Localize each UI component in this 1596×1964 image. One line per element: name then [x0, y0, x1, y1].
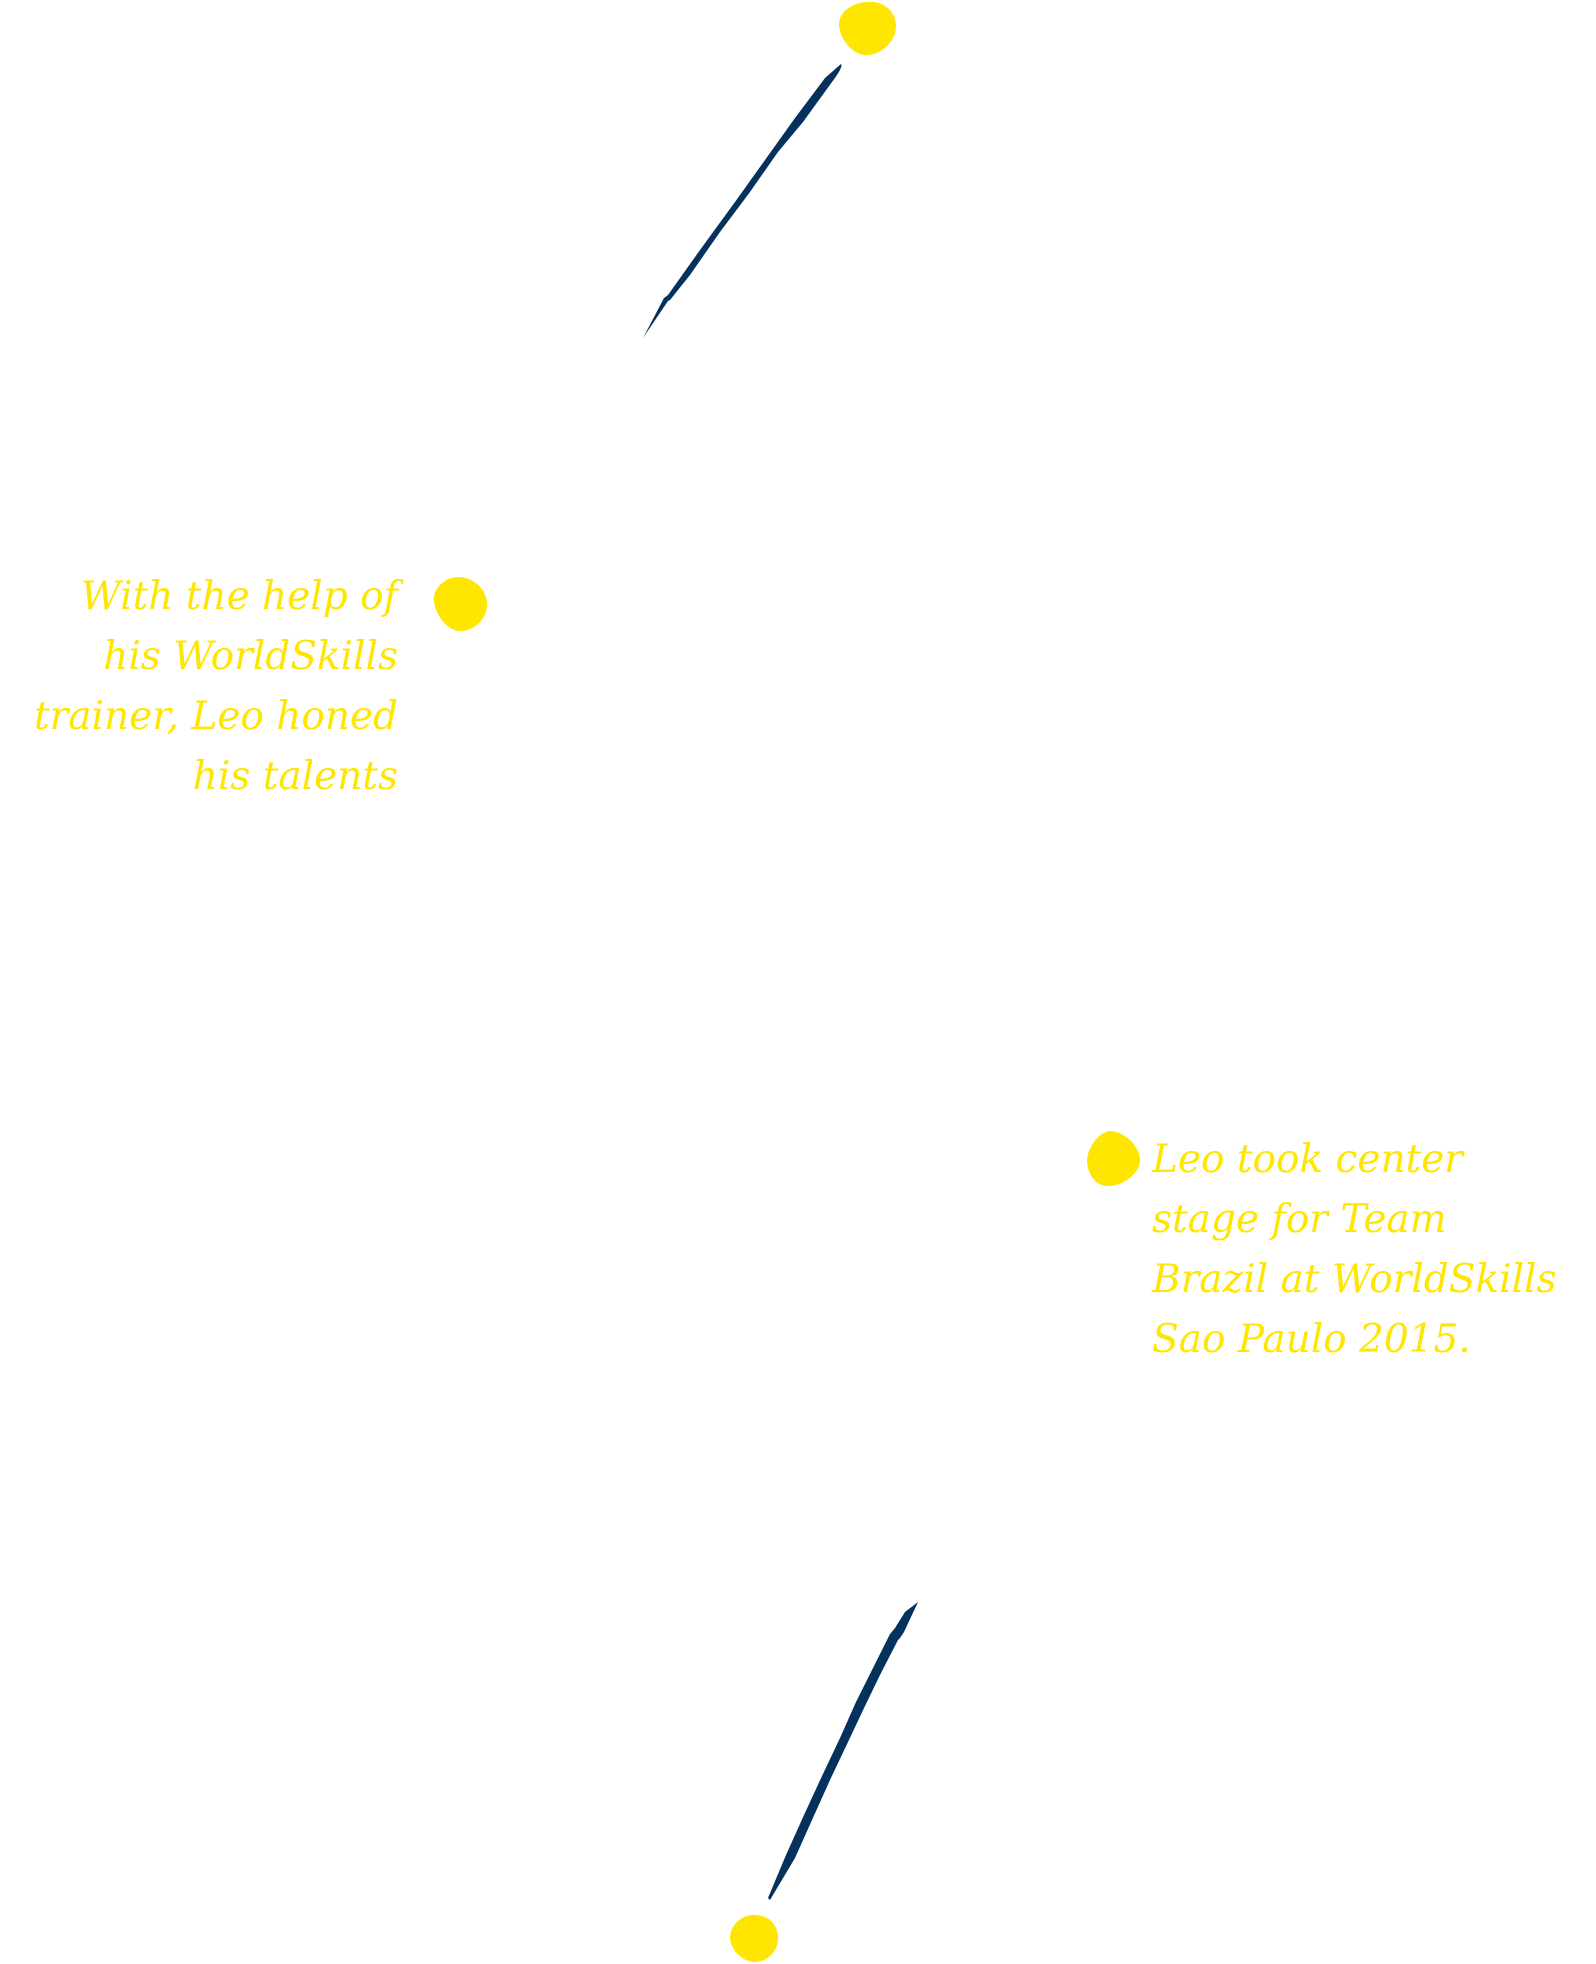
caption-sao-paulo: Leo took center stage for Team Brazil at…: [1152, 1130, 1582, 1370]
right-dot-icon: [1087, 1131, 1141, 1186]
top-dot-icon: [838, 1, 896, 56]
caption-line: trainer, Leo honed: [33, 694, 398, 739]
caption-line: stage for Team: [1152, 1197, 1447, 1242]
bottom-dot-icon: [730, 1914, 779, 1962]
caption-line: Sao Paulo 2015.: [1152, 1317, 1471, 1362]
caption-line: With the help of: [80, 574, 398, 619]
bottom-brush-stroke: [768, 1602, 918, 1900]
caption-line: Leo took center: [1152, 1137, 1463, 1182]
caption-trainer: With the help of his WorldSkills trainer…: [20, 567, 398, 807]
left-dot-icon: [433, 576, 488, 631]
caption-line: Brazil at WorldSkills: [1152, 1257, 1557, 1302]
top-brush-stroke: [643, 64, 842, 338]
bottom-brush-tail: [906, 1602, 918, 1622]
caption-line: his WorldSkills: [103, 634, 398, 679]
caption-line: his talents: [192, 754, 398, 799]
